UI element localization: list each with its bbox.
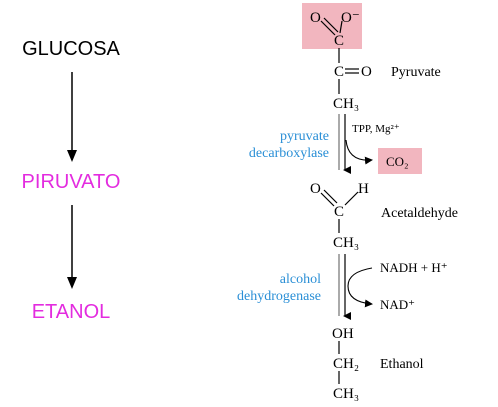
enzyme2-line1: alcohol xyxy=(280,272,321,287)
hydroxyl: OH xyxy=(332,326,354,342)
ethanol-label: Ethanol xyxy=(380,357,424,372)
atom-c-aldehyde: C xyxy=(334,204,344,220)
co2-label: CO₂ xyxy=(386,154,409,169)
ethanol-label-spanish: ETANOL xyxy=(31,301,111,323)
atom-o-minus: O⁻ xyxy=(341,10,360,26)
nadh-oxidation-curve xyxy=(347,267,373,308)
arrow-head-1 xyxy=(67,150,77,162)
co2-release-curve xyxy=(345,139,373,165)
acetaldehyde-label: Acetaldehyde xyxy=(381,206,458,221)
nad-label: NAD⁺ xyxy=(380,297,415,312)
atom-o-keto: O xyxy=(361,64,372,80)
methyl-2: CH₃ xyxy=(333,235,359,251)
bond-double-1b xyxy=(323,17,339,33)
cofactors-label: TPP, Mg²⁺ xyxy=(352,123,400,135)
bond-c-h xyxy=(344,191,359,206)
enzyme2-line2: dehydrogenase xyxy=(237,289,321,304)
pyruvate-label-spanish: PIRUVATO xyxy=(21,171,121,193)
pyruvate-label: Pyruvate xyxy=(391,65,441,80)
atom-o-aldehyde: O xyxy=(310,181,321,197)
enzyme1-line1: pyruvate xyxy=(280,129,329,144)
nadh-label: NADH + H⁺ xyxy=(380,260,448,275)
atom-o-left: O xyxy=(310,10,321,26)
enzyme1-line2: decarboxylase xyxy=(249,146,329,161)
co2-highlight xyxy=(378,148,422,174)
bond-aldehyde-b xyxy=(323,189,338,204)
atom-h-aldehyde: H xyxy=(358,181,369,197)
bond-double-1a xyxy=(320,20,336,36)
atom-c-1: C xyxy=(334,33,344,49)
arrow-head-2 xyxy=(67,277,77,289)
methylene: CH₂ xyxy=(333,356,359,372)
bond-aldehyde-a xyxy=(320,192,335,207)
methyl-3: CH₃ xyxy=(333,386,359,402)
bond-single-1 xyxy=(339,20,343,34)
methyl-1: CH₃ xyxy=(333,96,359,112)
glucose-label: GLUCOSA xyxy=(22,38,120,60)
atom-c-2: C xyxy=(334,64,344,80)
